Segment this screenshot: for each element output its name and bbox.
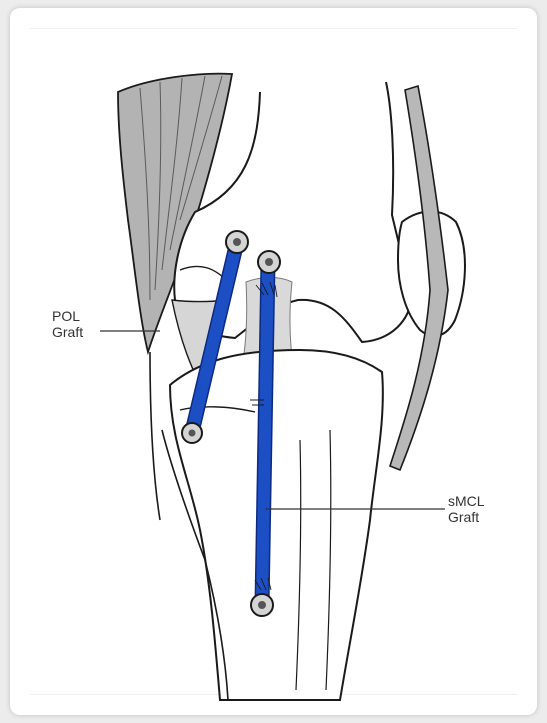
screw-icon [258,251,280,273]
posterior-contour [150,352,160,520]
screw-icon [226,231,248,253]
screw-icon [182,423,202,443]
screw-icon [251,594,273,616]
figure-card [10,8,537,715]
pol-graft-label: POL Graft [52,308,83,340]
knee-illustration [10,8,537,715]
smcl-graft-label: sMCL Graft [448,493,485,525]
